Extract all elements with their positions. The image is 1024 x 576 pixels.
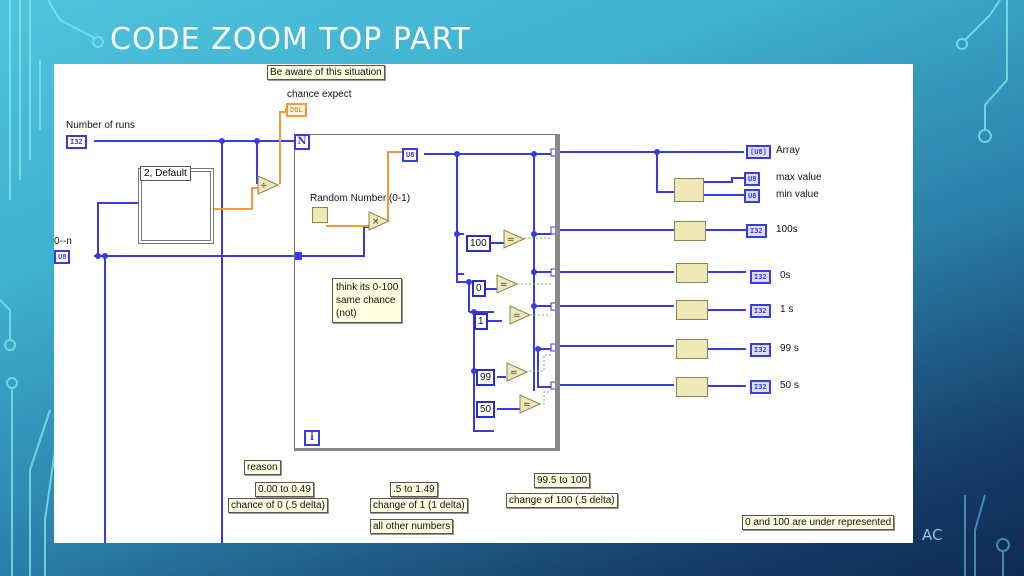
equal-node-1 [509, 305, 532, 325]
count-100s-label: 100s [776, 224, 798, 235]
chance-expect-label: chance expect [287, 89, 352, 100]
chance-expect-indicator[interactable]: DBL [286, 103, 307, 117]
add-array-elements-node [674, 221, 706, 241]
constant-99[interactable]: 99 [476, 369, 496, 386]
array-max-min-node [674, 178, 704, 202]
svg-text:×: × [372, 217, 380, 227]
wire-layer: ÷ × = = = = = [94, 108, 746, 543]
random-number-label: Random Number (0-1) [310, 193, 411, 204]
count-50s-label: 50 s [780, 380, 799, 391]
array-indicator[interactable]: [U8] [746, 145, 771, 159]
comment-range-100: 99.5 to 100 [534, 473, 591, 488]
comment-think: think its 0-100 same chance (not) [332, 278, 403, 323]
comment-under-represented: 0 and 100 are under represented [742, 515, 895, 530]
slide-footer: AC [922, 526, 943, 544]
count-100s-indicator[interactable]: I32 [746, 224, 767, 238]
add-array-elements-node [676, 377, 708, 397]
loop-count-terminal: N [294, 134, 310, 150]
svg-text:=: = [507, 235, 515, 245]
comment-all-other: all other numbers [370, 519, 454, 534]
u8-conversion: U8 [402, 148, 419, 162]
case-selector[interactable]: 2, Default [140, 166, 191, 181]
dice-icon [312, 207, 328, 223]
equal-node-99 [506, 362, 529, 382]
add-array-elements-node [676, 300, 708, 320]
block-diagram: ÷ × = = = = = Number of runs I32 0--n U8 2, … [54, 64, 913, 543]
count-1s-indicator[interactable]: I32 [750, 304, 771, 318]
count-99s-indicator[interactable]: I32 [750, 343, 771, 357]
count-50s-indicator[interactable]: I32 [750, 380, 771, 394]
array-label: Array [776, 145, 800, 156]
svg-text:=: = [500, 280, 508, 290]
svg-text:=: = [523, 400, 531, 410]
svg-text:÷: ÷ [260, 181, 268, 191]
for-loop[interactable] [294, 134, 560, 451]
min-value-label: min value [776, 189, 819, 200]
count-0s-label: 0s [780, 270, 791, 281]
divide-node [257, 175, 280, 195]
count-0s-indicator[interactable]: I32 [750, 270, 771, 284]
comment-range-1: .5 to 1.49 [390, 482, 438, 497]
number-of-runs-label: Number of runs [66, 120, 135, 131]
constant-50[interactable]: 50 [476, 401, 496, 418]
constant-100[interactable]: 100 [466, 235, 491, 252]
equal-node-50 [519, 394, 542, 414]
min-value-indicator[interactable]: U8 [744, 189, 761, 203]
comment-chance-0: chance of 0 (.5 delta) [228, 498, 328, 513]
count-1s-label: 1 s [780, 304, 794, 315]
comment-reason: reason [244, 460, 281, 475]
loop-iteration-terminal: i [304, 430, 320, 446]
add-array-elements-node [676, 339, 708, 359]
count-99s-label: 99 s [780, 343, 799, 354]
max-value-indicator[interactable]: U8 [744, 172, 761, 186]
add-array-elements-node [676, 263, 708, 283]
comment-change-1: change of 1 (1 delta) [370, 498, 468, 513]
svg-text:=: = [510, 368, 518, 378]
equal-node-0 [496, 274, 519, 294]
range-n-control[interactable]: U8 [54, 250, 71, 264]
max-value-label: max value [776, 172, 822, 183]
number-of-runs-control[interactable]: I32 [66, 135, 87, 149]
comment-change-100: change of 100 (.5 delta) [506, 493, 618, 508]
comment-range-0: 0.00 to 0.49 [255, 482, 314, 497]
svg-text:=: = [513, 311, 521, 321]
constant-0[interactable]: 0 [472, 280, 486, 297]
range-n-label: 0--n [54, 236, 72, 247]
slide-title: CODE ZOOM TOP PART [110, 22, 471, 57]
multiply-node [368, 211, 391, 231]
equal-node-100 [503, 229, 526, 249]
comment-be-aware: Be aware of this situation [267, 65, 385, 80]
constant-1[interactable]: 1 [474, 313, 488, 330]
